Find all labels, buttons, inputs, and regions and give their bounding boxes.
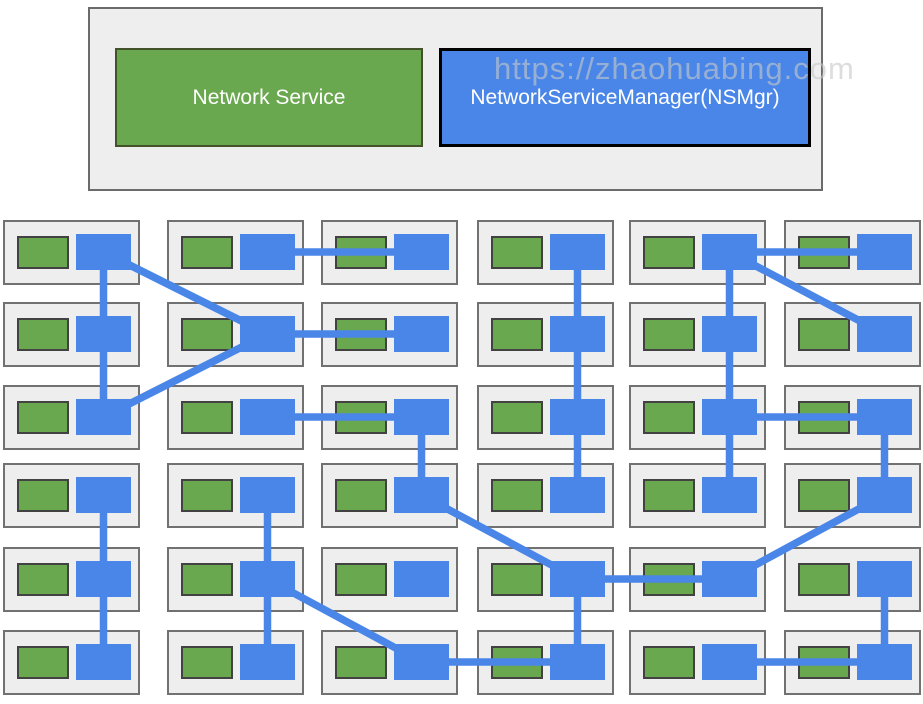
network-service-shape-c1r1: [17, 236, 69, 269]
nsmgr-node-c1r6: [76, 644, 131, 680]
network-service-shape-c1r3: [17, 401, 69, 434]
nsmgr-node-c1r2: [76, 316, 131, 352]
network-service-shape-c4r1: [491, 236, 543, 269]
network-service-shape-c3r6: [335, 646, 387, 679]
nsmgr-node-c2r2: [240, 316, 295, 352]
network-service-shape-c2r5: [181, 563, 233, 596]
nsmgr-node-c2r6: [240, 644, 295, 680]
network-service-shape-c5r6: [643, 646, 695, 679]
nsmgr-node-c2r1: [240, 234, 295, 270]
legend-network-service-swatch: Network Service: [115, 48, 423, 147]
nsmgr-node-c3r3: [394, 399, 449, 435]
nsmgr-node-c6r3: [857, 399, 912, 435]
network-service-shape-c1r5: [17, 563, 69, 596]
nsmgr-node-c4r1: [550, 234, 605, 270]
network-service-shape-c5r4: [643, 479, 695, 512]
nsmgr-node-c6r5: [857, 561, 912, 597]
nsmgr-node-c1r4: [76, 477, 131, 513]
nsmgr-node-c4r6: [550, 644, 605, 680]
nsmgr-node-c5r2: [702, 316, 757, 352]
network-service-shape-c2r3: [181, 401, 233, 434]
nsmgr-node-c2r4: [240, 477, 295, 513]
nsmgr-node-c4r4: [550, 477, 605, 513]
network-service-shape-c4r4: [491, 479, 543, 512]
network-service-shape-c4r2: [491, 318, 543, 351]
service-pod-c4r4: [477, 463, 614, 528]
network-service-shape-c2r1: [181, 236, 233, 269]
network-service-shape-c4r5: [491, 563, 543, 596]
service-pod-c3r5: [321, 547, 458, 612]
network-service-shape-c2r6: [181, 646, 233, 679]
legend-box: Network Service NetworkServiceManager(NS…: [88, 7, 823, 191]
legend-nsmgr-swatch: NetworkServiceManager(NSMgr): [439, 48, 811, 147]
nsmgr-node-c5r5: [702, 561, 757, 597]
nsmgr-node-c6r2: [857, 316, 912, 352]
legend-network-service-label: Network Service: [192, 85, 346, 109]
nsmgr-node-c6r6: [857, 644, 912, 680]
network-service-shape-c3r4: [335, 479, 387, 512]
legend-nsmgr-label: NetworkServiceManager(NSMgr): [470, 85, 780, 109]
nsmgr-node-c5r3: [702, 399, 757, 435]
service-pod-c1r4: [3, 463, 140, 528]
nsmgr-node-c4r2: [550, 316, 605, 352]
nsmgr-node-c3r1: [394, 234, 449, 270]
nsmgr-node-c4r5: [550, 561, 605, 597]
network-service-shape-c4r3: [491, 401, 543, 434]
service-pod-c1r5: [3, 547, 140, 612]
network-service-shape-c2r4: [181, 479, 233, 512]
watermark: https://zhaohuabing.com: [494, 51, 855, 86]
nsmgr-node-c5r6: [702, 644, 757, 680]
nsmgr-node-c3r6: [394, 644, 449, 680]
network-service-shape-c5r2: [643, 318, 695, 351]
nsmgr-node-c6r4: [857, 477, 912, 513]
nsmgr-node-c4r3: [550, 399, 605, 435]
nsmgr-node-c3r5: [394, 561, 449, 597]
service-pod-c5r2: [629, 302, 766, 367]
network-service-shape-c2r2: [181, 318, 233, 351]
nsmgr-node-c1r5: [76, 561, 131, 597]
nsmgr-node-c5r4: [702, 477, 757, 513]
network-service-shape-c5r3: [643, 401, 695, 434]
nsmgr-node-c3r4: [394, 477, 449, 513]
nsmgr-node-c2r5: [240, 561, 295, 597]
nsmgr-node-c6r1: [857, 234, 912, 270]
nsmgr-node-c2r3: [240, 399, 295, 435]
nsmgr-node-c1r3: [76, 399, 131, 435]
network-service-shape-c1r2: [17, 318, 69, 351]
network-service-shape-c6r5: [798, 563, 850, 596]
network-service-shape-c1r6: [17, 646, 69, 679]
network-service-shape-c3r5: [335, 563, 387, 596]
service-pod-c1r2: [3, 302, 140, 367]
nsmgr-node-c1r1: [76, 234, 131, 270]
network-service-shape-c6r2: [798, 318, 850, 351]
nsmgr-node-c3r2: [394, 316, 449, 352]
network-service-shape-c6r4: [798, 479, 850, 512]
network-service-shape-c5r1: [643, 236, 695, 269]
network-service-shape-c1r4: [17, 479, 69, 512]
nsmgr-node-c5r1: [702, 234, 757, 270]
